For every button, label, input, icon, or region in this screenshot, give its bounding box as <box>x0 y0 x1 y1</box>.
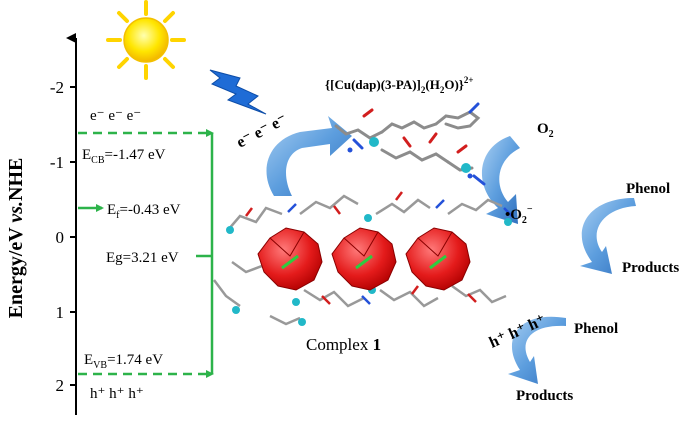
evb-label: EVB=1.74 eV <box>84 352 163 371</box>
polyoxometalate-cluster <box>331 227 397 291</box>
molecule-structure <box>334 102 486 186</box>
axis-title: Energy/eV vs.NHE <box>5 158 27 319</box>
o2-label: O2 <box>537 121 554 140</box>
crystal-structure <box>213 191 513 326</box>
eg-label: Eg=3.21 eV <box>106 250 179 266</box>
phenol-degradation-arrow-bottom <box>508 316 566 384</box>
energy-axis: -2 -1 0 1 2 Energy/eV vs.NHE <box>5 33 77 415</box>
o2-reduction-arrow <box>481 136 520 224</box>
copper-atom <box>369 137 379 147</box>
phenol-degradation-arrow-top <box>580 198 636 274</box>
phenol-top-label: Phenol <box>626 181 670 197</box>
phenol-bottom-label: Phenol <box>574 321 618 337</box>
tick-label: -1 <box>50 153 64 172</box>
flow-arrows <box>266 116 636 384</box>
band-levels: e⁻ e⁻ e⁻ ECB=-1.47 eV Ef=-0.43 eV Eg=3.2… <box>78 108 214 402</box>
sun-icon <box>106 0 186 80</box>
electron-to-molecule-arrow <box>266 116 352 196</box>
products-top-label: Products <box>622 260 679 276</box>
superoxide-label: •O2− <box>505 204 533 226</box>
light-bolt-icon <box>209 69 267 115</box>
vb-holes: h⁺ h⁺ h⁺ <box>90 386 144 402</box>
tick-label: 2 <box>56 376 65 395</box>
copper-atom <box>461 163 471 173</box>
tick-label: 1 <box>56 303 65 322</box>
tick-label: -2 <box>50 78 64 97</box>
products-bottom-label: Products <box>516 388 573 404</box>
tick-label: 0 <box>56 228 65 247</box>
complex-formula: {[Cu(dap)(3-PA)]2(H2O)}2+ <box>325 75 474 95</box>
ef-label: Ef=-0.43 eV <box>107 202 181 221</box>
ecb-label: ECB=-1.47 eV <box>82 147 166 166</box>
polyoxometalate-cluster <box>405 227 471 291</box>
polyoxometalate-cluster <box>257 227 323 291</box>
cb-electrons: e⁻ e⁻ e⁻ <box>90 108 141 124</box>
complex-label: Complex 1 <box>306 335 381 354</box>
